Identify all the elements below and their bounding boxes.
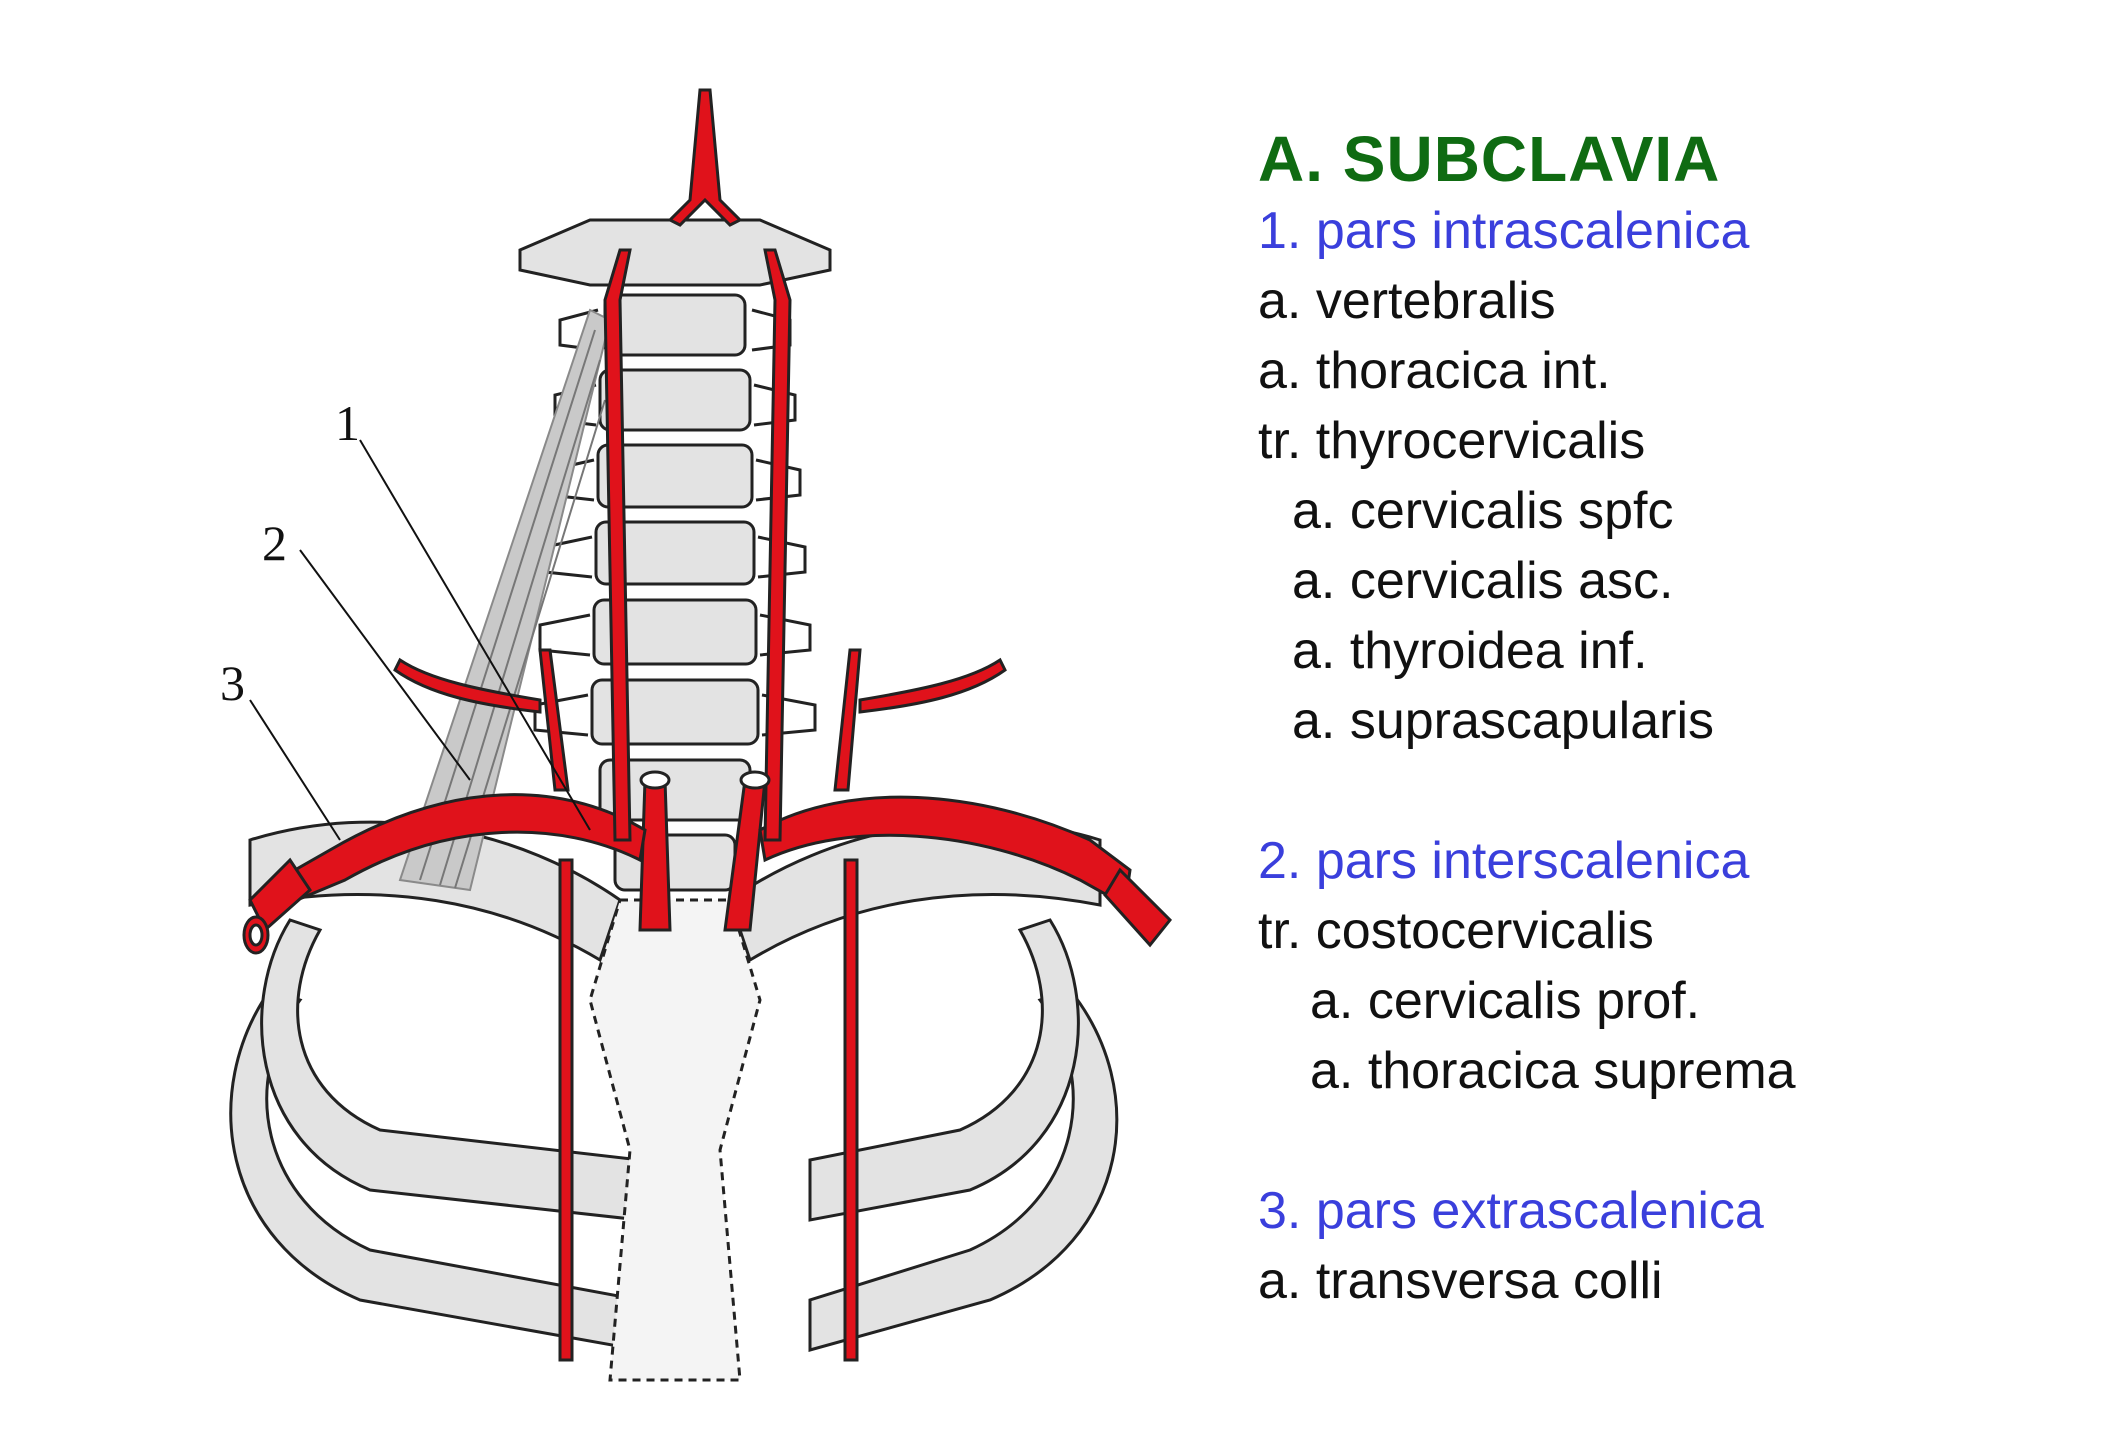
transverse-cervical-right bbox=[393, 657, 542, 714]
legend-item: a. vertebralis bbox=[1258, 272, 1556, 330]
internal-thoracic-right bbox=[558, 858, 574, 1362]
scalene-muscle bbox=[398, 308, 612, 892]
legend-subitem: a. thyroidea inf. bbox=[1292, 622, 1648, 680]
rib-left-3 bbox=[229, 988, 642, 1352]
rib-cage bbox=[229, 820, 1119, 1382]
subclavian-artery-drawing: 1 2 3 bbox=[220, 88, 1173, 1382]
callout-label-3: 3 bbox=[220, 655, 245, 711]
section-heading-intrascalenica: 1. pars intrascalenica bbox=[1258, 202, 1750, 260]
atlas bbox=[518, 218, 832, 287]
vertebra-c2 bbox=[603, 293, 747, 357]
anatomy-illustration: 1 2 3 bbox=[220, 88, 1173, 1382]
basilar-artery bbox=[667, 88, 743, 227]
vertebra-c6 bbox=[592, 598, 758, 666]
vertebral-artery-left bbox=[763, 248, 792, 842]
section-spacer bbox=[1258, 1106, 2098, 1176]
section-heading-extrascalenica: 3. pars extrascalenica bbox=[1258, 1182, 1764, 1240]
axillary-artery-left bbox=[1103, 867, 1173, 948]
legend-title: A. SUBCLAVIA bbox=[1258, 123, 1721, 195]
vertebra-c5 bbox=[594, 520, 756, 586]
callout-line-2 bbox=[299, 549, 471, 781]
legend-item: tr. costocervicalis bbox=[1258, 902, 1654, 960]
vertebra-c3 bbox=[598, 368, 752, 432]
artery-rings bbox=[242, 770, 771, 955]
thyrocervical-trunk-left bbox=[833, 648, 862, 792]
legend-item: a. thoracica int. bbox=[1258, 342, 1611, 400]
callout-label-1: 1 bbox=[335, 395, 360, 451]
vertebra-c7 bbox=[590, 678, 760, 746]
arteries bbox=[248, 88, 1173, 1362]
callout-line-3 bbox=[249, 699, 341, 841]
rib-right-3 bbox=[808, 988, 1119, 1352]
rib-right-2 bbox=[808, 918, 1080, 1222]
brachiocephalic-trunk bbox=[638, 778, 672, 932]
legend-item: tr. thyrocervicalis bbox=[1258, 412, 1646, 470]
callout-lines bbox=[249, 439, 591, 841]
section-spacer bbox=[1258, 756, 2098, 826]
legend-subitem: a. suprascapularis bbox=[1292, 692, 1714, 750]
vertebral-artery-right bbox=[603, 248, 632, 842]
sternum bbox=[588, 898, 762, 1382]
legend-subitem: a. cervicalis spfc bbox=[1292, 482, 1674, 540]
legend-subitem: a. thoracica suprema bbox=[1310, 1042, 1796, 1100]
vertebra-c4 bbox=[596, 443, 754, 509]
callout-label-2: 2 bbox=[262, 515, 287, 571]
legend-panel: A. SUBCLAVIA 1. pars intrascalenica a. v… bbox=[1258, 122, 2098, 1316]
internal-thoracic-left bbox=[843, 858, 859, 1362]
legend-subitem: a. cervicalis prof. bbox=[1310, 972, 1701, 1030]
thyrocervical-trunk-right bbox=[538, 648, 570, 792]
rib-left-2 bbox=[260, 918, 642, 1222]
transverse-cervical-left bbox=[858, 657, 1007, 714]
callout-line-1 bbox=[359, 439, 591, 831]
legend-item: a. transversa colli bbox=[1258, 1252, 1663, 1310]
legend-subitem: a. cervicalis asc. bbox=[1292, 552, 1674, 610]
section-heading-interscalenica: 2. pars interscalenica bbox=[1258, 832, 1750, 890]
